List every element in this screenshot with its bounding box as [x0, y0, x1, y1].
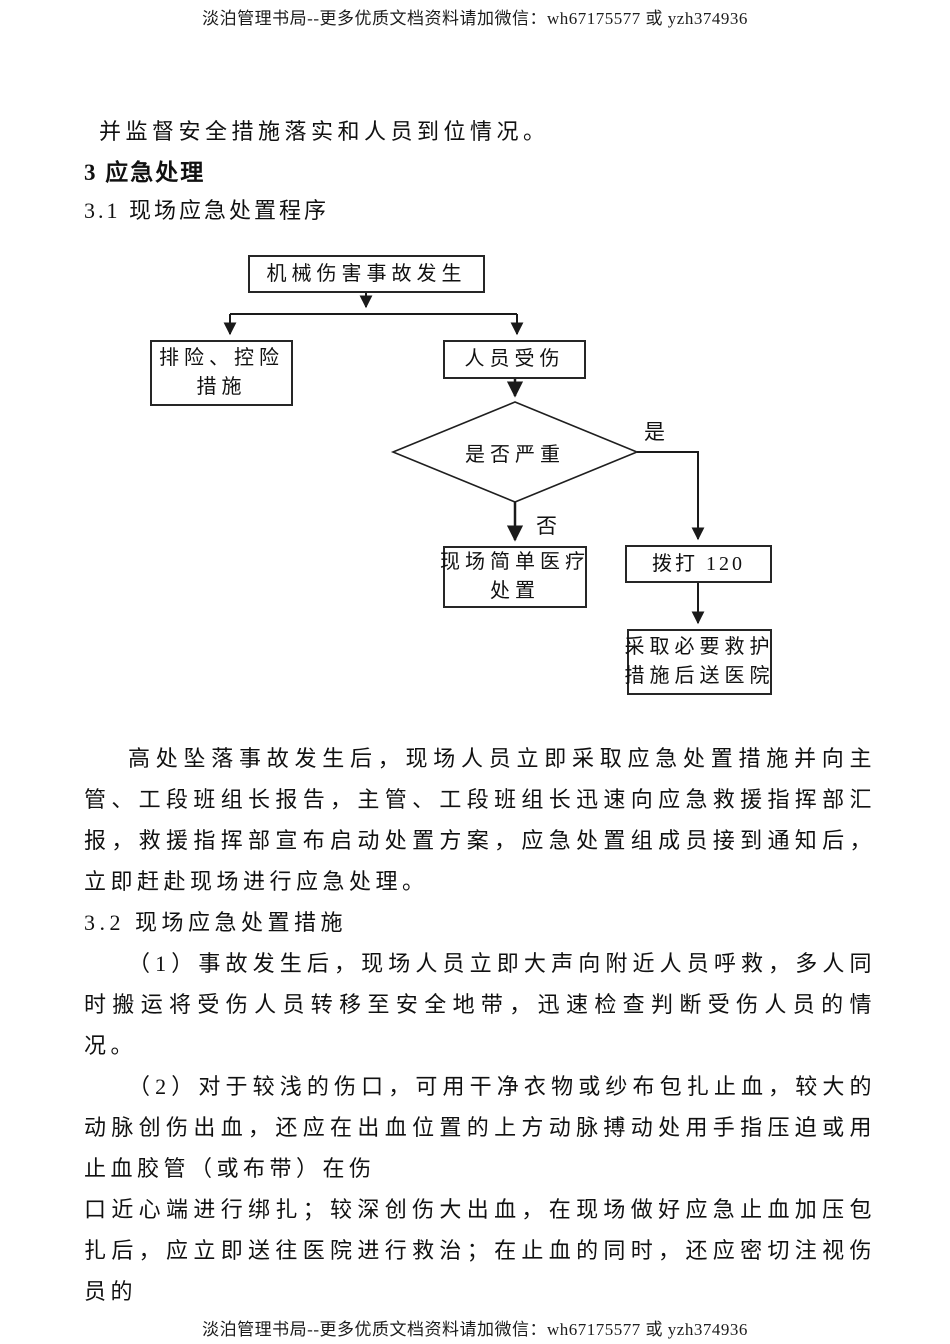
flowchart-start-box: 机械伤害事故发生: [248, 255, 485, 293]
header-note: 淡泊管理书局--更多优质文档资料请加微信：wh67175577 或 yzh374…: [202, 9, 748, 28]
flowchart-no-label: 否: [536, 514, 557, 538]
flowchart-start-label: 机械伤害事故发生: [266, 262, 467, 285]
paragraph-measure-2: （2）对于较浅的伤口，可用干净衣物或纱布包扎止血，较大的动脉创伤出血，还应在出血…: [84, 1074, 876, 1181]
paragraph-response-procedure: 高处坠落事故发生后，现场人员立即采取应急处置措施并向主管、工段班组长报告，主管、…: [84, 746, 876, 894]
flowchart-connectors: [223, 293, 705, 625]
flowchart-decision-label: 是否严重: [465, 443, 565, 466]
flowchart-call-120-label: 拨打 120: [652, 552, 745, 575]
flowchart-injured-label: 人员受伤: [464, 348, 565, 370]
flowchart-call-120-box: 拨打 120: [625, 545, 772, 583]
section-heading-3: 3 应急处理: [84, 160, 206, 185]
footer-note: 淡泊管理书局--更多优质文档资料请加微信：wh67175577 或 yzh374…: [202, 1320, 748, 1339]
body-text: 高处坠落事故发生后，现场人员立即采取应急处置措施并向主管、工段班组长报告，主管、…: [84, 738, 876, 1312]
flowchart-control-line2: 措施: [196, 376, 247, 398]
flowchart-rescue-line2: 措施后送医院: [624, 665, 775, 687]
flowchart-medical-line1: 现场简单医疗: [440, 551, 590, 573]
flowchart-medical-line2: 处置: [490, 580, 540, 602]
paragraph-measure-1: （1）事故发生后，现场人员立即大声向附近人员呼救，多人同时搬运将受伤人员转移至安…: [84, 951, 876, 1058]
flowchart-rescue-line1: 采取必要救护: [624, 636, 775, 658]
flowchart-yes-label: 是: [644, 420, 665, 444]
section-heading-3-1: 3.1 现场应急处置程序: [84, 198, 330, 223]
flowchart-control-box: 排险、控险 措施: [150, 340, 293, 406]
flowchart-injured-box: 人员受伤: [443, 340, 586, 379]
paragraph-measure-2-continued: 口近心端进行绑扎；较深创伤大出血，在现场做好应急止血加压包扎后，应立即送往医院进…: [84, 1197, 876, 1304]
flowchart-control-line1: 排险、控险: [159, 347, 284, 369]
section-heading-3-2: 3.2 现场应急处置措施: [84, 910, 348, 935]
flowchart-medical-box: 现场简单医疗 处置: [440, 546, 590, 608]
flowchart-rescue-box: 采取必要救护 措施后送医院: [624, 629, 775, 695]
intro-line: 并监督安全措施落实和人员到位情况。: [99, 119, 550, 144]
flowchart: 机械伤害事故发生 排险、控险 措施 人员受伤 是否严重 是 否 现场简单医疗 处…: [0, 250, 950, 745]
